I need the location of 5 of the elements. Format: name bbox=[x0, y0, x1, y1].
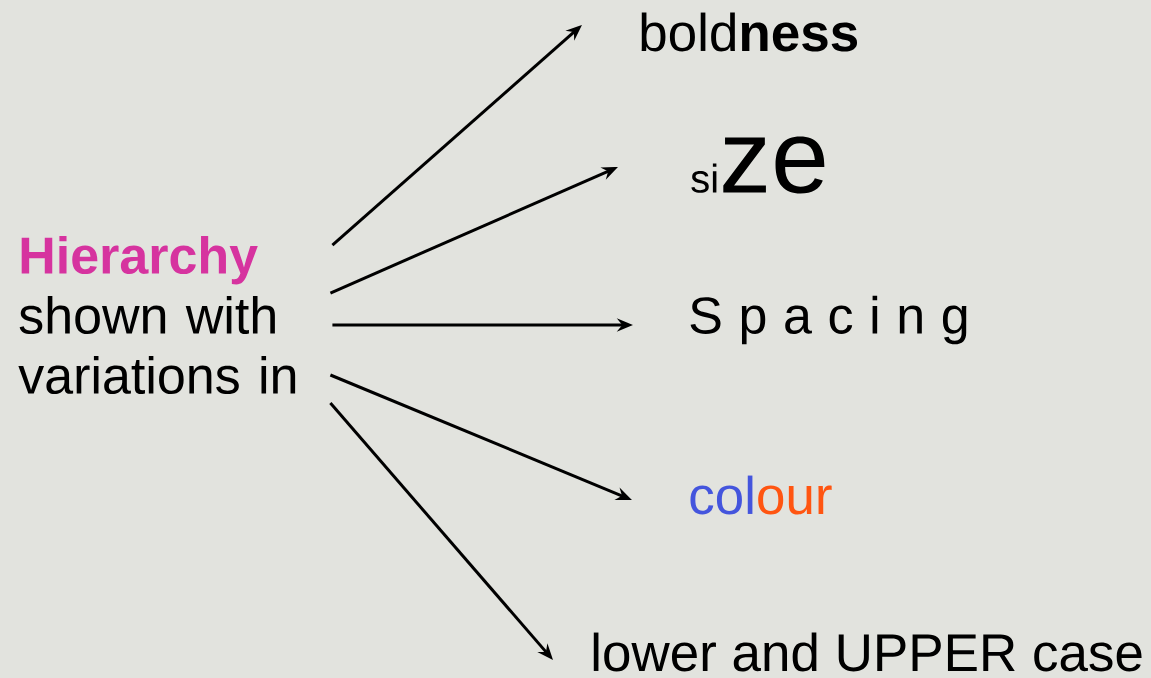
text-label: boldness bbox=[641, 12, 858, 52]
text-label: colour bbox=[690, 475, 832, 515]
text-label: lower and UPPER case bbox=[593, 632, 1142, 672]
text-label: S p a c i n g bbox=[690, 295, 967, 345]
text-label: Hierarchy shown with variations in bbox=[18, 235, 296, 395]
